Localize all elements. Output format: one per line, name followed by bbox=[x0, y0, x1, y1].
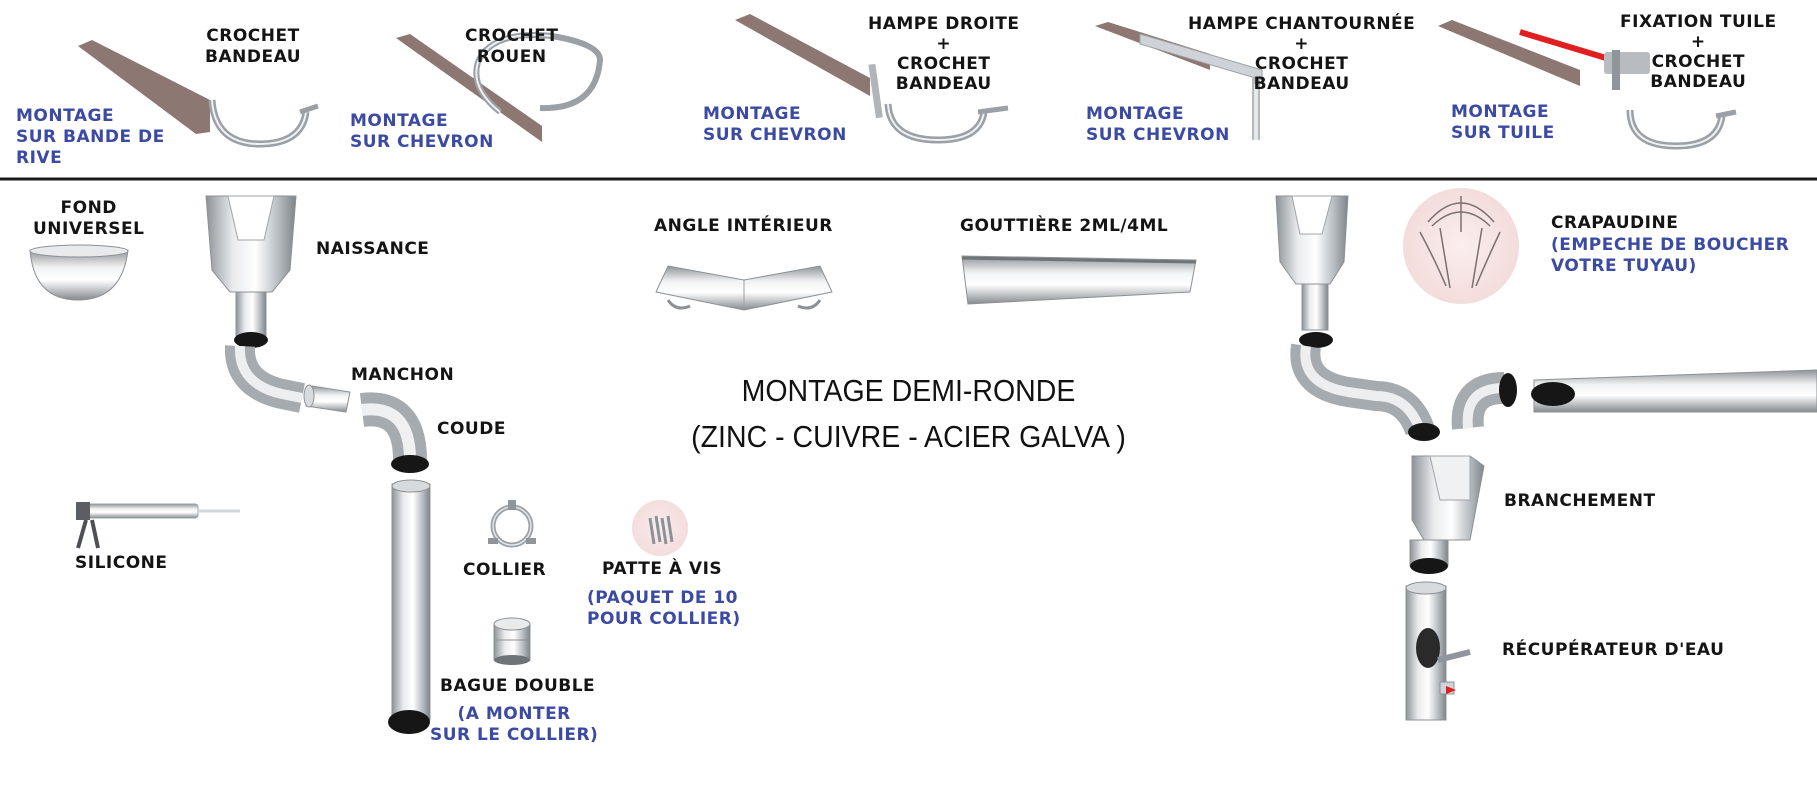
silicone-label: SILICONE bbox=[75, 553, 168, 573]
mount-3-illustration bbox=[735, 14, 1009, 144]
roof-board bbox=[78, 40, 210, 134]
mount-1-mounting-label: MONTAGE SUR BANDE DE RIVE bbox=[16, 106, 165, 168]
angle-interieur-label: ANGLE INTÉRIEUR bbox=[654, 216, 833, 236]
mount-5-product-label: FIXATION TUILE + CROCHET BANDEAU bbox=[1620, 12, 1777, 92]
crapaudine-note: (EMPECHE DE BOUCHER VOTRE TUYAU) bbox=[1551, 235, 1790, 276]
patte-a-vis-illustration bbox=[632, 500, 688, 556]
bandeau-hook bbox=[1626, 109, 1726, 150]
mount-3-product-label: HAMPE DROITE + CROCHET BANDEAU bbox=[868, 14, 1020, 94]
roof-tile bbox=[1438, 20, 1580, 86]
coude-label: COUDE bbox=[437, 419, 506, 439]
pipe-right-illustration bbox=[1531, 369, 1817, 413]
mount-1-product-label: CROCHET BANDEAU bbox=[205, 26, 302, 67]
page-title: MONTAGE DEMI-RONDE (ZINC - CUIVRE - ACIE… bbox=[0, 368, 1817, 460]
mount-2-illustration bbox=[396, 32, 604, 142]
roof-rafter bbox=[735, 14, 870, 96]
patte-a-vis-note: (PAQUET DE 10 POUR COLLIER) bbox=[587, 588, 741, 629]
bague-double-label: BAGUE DOUBLE bbox=[440, 676, 596, 696]
fond-universel-label: FOND UNIVERSEL bbox=[33, 198, 145, 239]
roof-rafter bbox=[396, 34, 542, 142]
mount-2-mounting-label: MONTAGE SUR CHEVRON bbox=[350, 111, 494, 152]
mount-4-product-label: HAMPE CHANTOURNÉE + CROCHET BANDEAU bbox=[1188, 14, 1416, 94]
elbow-right-2-illustration bbox=[1451, 372, 1517, 430]
crapaudine-illustration bbox=[1403, 188, 1519, 304]
shaped-shank bbox=[1139, 33, 1263, 81]
patte-a-vis-label: PATTE À VIS bbox=[602, 559, 723, 579]
fond-universel-illustration bbox=[29, 244, 129, 301]
manchon-label: MANCHON bbox=[351, 365, 455, 385]
tile-fixing bbox=[1519, 29, 1607, 61]
elbow-right-1-illustration bbox=[1290, 343, 1440, 441]
angle-interieur-illustration bbox=[655, 265, 833, 311]
gouttiere-illustration bbox=[961, 255, 1197, 305]
coude-illustration bbox=[359, 392, 429, 473]
mount-4-mounting-label: MONTAGE SUR CHEVRON bbox=[1086, 104, 1230, 145]
bague-double-illustration bbox=[493, 617, 531, 665]
straight-shank bbox=[868, 63, 883, 119]
naissance-right-illustration bbox=[1275, 195, 1349, 348]
title-line-1: MONTAGE DEMI-RONDE bbox=[741, 373, 1076, 408]
naissance-illustration bbox=[205, 195, 297, 348]
mount-3-mounting-label: MONTAGE SUR CHEVRON bbox=[703, 104, 847, 145]
mount-2-product-label: CROCHET ROUEN bbox=[465, 26, 559, 67]
mount-1-illustration bbox=[78, 40, 319, 148]
bague-double-note: (A MONTER SUR LE COLLIER) bbox=[430, 704, 599, 745]
crapaudine-label: CRAPAUDINE bbox=[1551, 213, 1679, 233]
mount-4-illustration bbox=[1095, 22, 1263, 140]
recuperateur-illustration bbox=[1405, 581, 1471, 721]
collier-label: COLLIER bbox=[463, 560, 547, 580]
naissance-label: NAISSANCE bbox=[316, 239, 430, 259]
branchement-label: BRANCHEMENT bbox=[1504, 491, 1656, 511]
mount-5-mounting-label: MONTAGE SUR TUILE bbox=[1451, 102, 1555, 143]
title-line-2: (ZINC - CUIVRE - ACIER GALVA ) bbox=[691, 419, 1126, 454]
silicone-illustration bbox=[76, 502, 240, 549]
recuperateur-label: RÉCUPÉRATEUR D'EAU bbox=[1502, 640, 1725, 660]
downpipe-illustration bbox=[388, 479, 431, 734]
gouttiere-label: GOUTTIÈRE 2ML/4ML bbox=[960, 216, 1169, 236]
manchon-illustration bbox=[303, 384, 351, 413]
branchement-illustration bbox=[1409, 455, 1485, 574]
elbow-1-illustration bbox=[224, 345, 305, 413]
mount-5-illustration bbox=[1438, 20, 1737, 150]
collier-illustration bbox=[488, 500, 536, 548]
